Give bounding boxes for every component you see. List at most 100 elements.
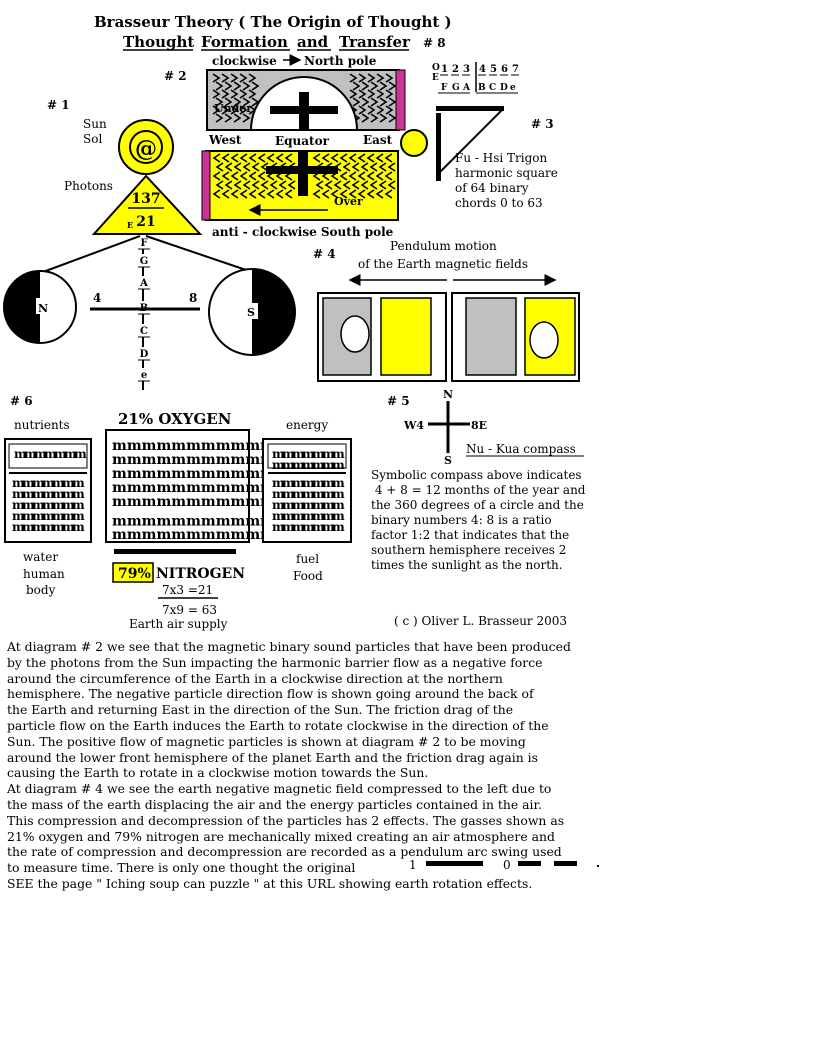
molecule-glyph: m: [312, 447, 325, 461]
molecule-glyph: m: [72, 520, 85, 534]
flow-arrow-mark: [388, 97, 397, 107]
flow-arrow-mark: [379, 97, 388, 107]
molecule-glyph: m: [22, 487, 35, 501]
east-label: East: [363, 133, 393, 147]
flow-arrow-mark: [342, 180, 351, 190]
page-title: Brasseur Theory ( The Origin of Thought …: [94, 13, 452, 31]
subtitle-word-1: Thought: [123, 33, 194, 51]
molecule-glyph: m: [332, 476, 345, 490]
flow-arrow-mark: [239, 73, 248, 83]
lower-field-bar: [201, 150, 211, 221]
molecule-glyph: m: [312, 476, 325, 490]
flow-arrow-mark: [278, 180, 287, 190]
flow-arrow-mark: [351, 162, 360, 172]
flow-arrow-mark: [330, 153, 339, 163]
flow-arrow-mark: [366, 153, 375, 163]
flow-arrow-mark: [315, 180, 324, 190]
flow-arrow-mark: [224, 97, 233, 107]
flow-arrow-mark: [230, 89, 239, 99]
molecule-glyph: m: [42, 476, 55, 490]
d8-number: 4: [479, 64, 486, 75]
copyright: ( c ) Oliver L. Brasseur 2003: [394, 614, 567, 628]
body-line: particle flow on the Earth induces the E…: [7, 717, 549, 733]
flow-arrow-mark: [212, 189, 221, 199]
n-label: N: [38, 302, 48, 315]
diagram-5-label: # 5: [387, 394, 410, 408]
flow-arrow-mark: [352, 97, 361, 107]
flow-arrow-mark: [239, 153, 248, 163]
molecule-glyph: m: [332, 520, 345, 534]
binary-yin-left: [518, 861, 541, 866]
flow-arrow-mark: [257, 153, 266, 163]
molecule-glyph: m: [62, 487, 75, 501]
flow-arrow-mark: [284, 189, 293, 199]
flow-arrow-mark: [379, 113, 388, 123]
molecule-glyph: m: [292, 476, 305, 490]
flow-arrow-mark: [266, 153, 275, 163]
molecule-glyph: m: [42, 498, 55, 512]
molecule-glyph: m: [272, 498, 285, 512]
d8-note: A: [462, 83, 471, 93]
molecule-glyph: m: [52, 520, 65, 534]
flow-arrow-mark: [378, 162, 387, 172]
flow-arrow-mark: [221, 153, 230, 163]
molecule-glyph: m: [302, 447, 315, 461]
molecule-glyph: m: [272, 447, 285, 461]
flow-arrow-mark: [212, 89, 221, 99]
flow-arrow-mark: [375, 189, 384, 199]
scale-letter: F: [140, 238, 147, 249]
flow-arrow-mark: [375, 171, 384, 181]
flow-arrow-mark: [284, 153, 293, 163]
binary-zero: 0: [503, 858, 511, 872]
nitrogen-label: NITROGEN: [156, 566, 245, 582]
body-line: to measure time. There is only one thoug…: [7, 860, 356, 876]
flow-arrow-mark: [339, 153, 348, 163]
molecule-glyph: m: [12, 487, 25, 501]
flow-arrow-mark: [224, 81, 233, 91]
flow-arrow-mark: [367, 105, 376, 115]
flow-arrow-mark: [361, 97, 370, 107]
body-line: hemisphere. The negative particle direct…: [7, 686, 534, 702]
molecule-glyph: m: [322, 458, 335, 472]
upper-field-bar: [395, 69, 406, 131]
molecule-glyph: m: [272, 476, 285, 490]
diagram-6-label: # 6: [10, 394, 33, 408]
flow-arrow-mark: [248, 89, 257, 99]
molecule-glyph: m: [322, 487, 335, 501]
flow-arrow-mark: [230, 153, 239, 163]
flow-arrow-mark: [233, 81, 242, 91]
scale-letter: G: [140, 256, 149, 267]
d8-side-e: E: [432, 73, 439, 83]
small-e: E: [127, 220, 133, 230]
flow-arrow-mark: [357, 153, 366, 163]
molecule-glyph: m: [292, 447, 305, 461]
molecule-glyph: m: [302, 458, 315, 472]
molecule-glyph: m: [302, 476, 315, 490]
flow-arrow-mark: [215, 113, 224, 123]
molecule-glyph: m: [292, 509, 305, 523]
flow-arrow-mark: [212, 105, 221, 115]
flow-arrow-mark: [221, 171, 230, 181]
oxygen-label: 21% OXYGEN: [118, 410, 232, 428]
num-137: 137: [131, 191, 160, 207]
flow-arrow-mark: [348, 171, 357, 181]
flow-arrow-mark: [224, 162, 233, 172]
molecule-glyph: m: [52, 476, 65, 490]
flow-arrow-mark: [233, 180, 242, 190]
molecule-glyph: m: [332, 458, 345, 472]
molecule-glyph: m: [282, 487, 295, 501]
nitrogen-pct-box: [112, 562, 154, 583]
flow-arrow-mark: [312, 153, 321, 163]
molecule-glyph: m: [64, 447, 77, 461]
molecule-glyph: m: [332, 447, 345, 461]
equation-1: 7x3 =21: [162, 583, 213, 597]
sun-symbol: @: [135, 136, 157, 162]
binary-yin-right: [554, 861, 577, 866]
flow-arrow-mark: [239, 105, 248, 115]
flow-arrow-mark: [333, 180, 342, 190]
binary-one: 1: [409, 858, 417, 872]
flow-arrow-mark: [312, 189, 321, 199]
under-label: Under: [214, 102, 252, 115]
flow-arrow-mark: [224, 113, 233, 123]
water-label: water: [23, 550, 58, 564]
